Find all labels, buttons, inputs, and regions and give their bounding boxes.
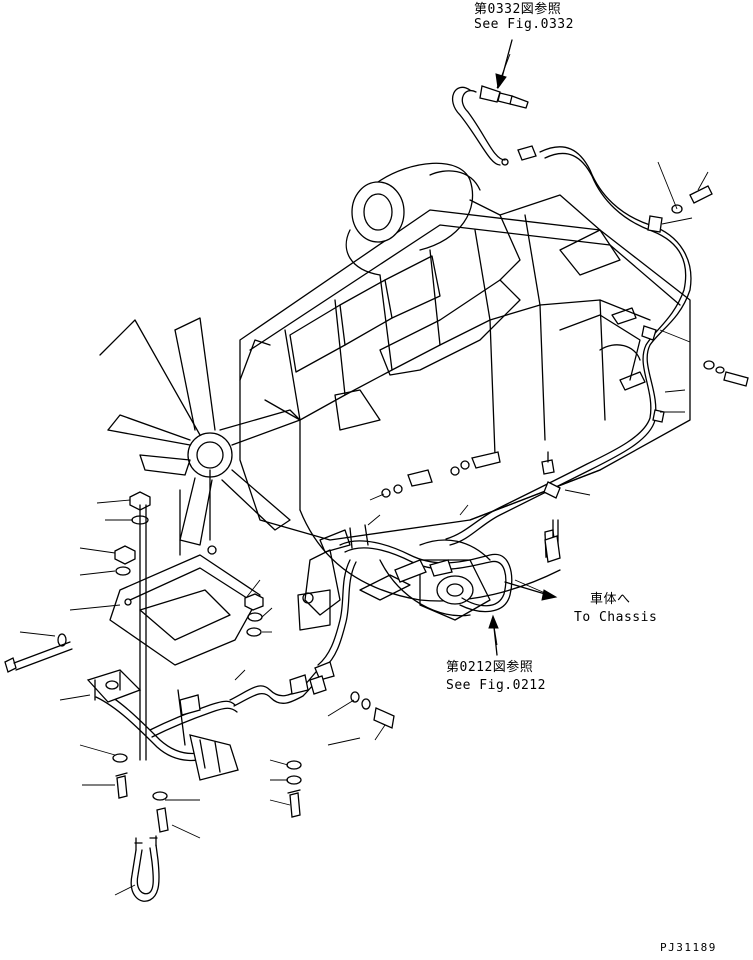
drawing-code: PJ31189 xyxy=(660,941,717,954)
fig0212-arrow xyxy=(488,614,499,656)
center-hardware xyxy=(244,519,561,818)
wiring-harness-middle xyxy=(317,451,557,669)
turbocharger xyxy=(345,162,621,281)
fig0212-ref-jp: 第0212図参照 xyxy=(446,660,534,675)
wiring-harness-lower xyxy=(86,661,335,781)
left-hardware xyxy=(4,491,169,902)
wiring-harness-upper xyxy=(445,85,749,546)
lower-bracket xyxy=(297,549,491,631)
leader-lines xyxy=(19,53,709,896)
engine-block xyxy=(239,194,691,617)
mounting-plate xyxy=(109,469,261,666)
chassis-label-jp: 車体へ xyxy=(590,592,631,607)
fig0332-arrow xyxy=(495,39,513,90)
cooling-fan xyxy=(99,317,301,546)
fig0332-ref-en: See Fig.0332 xyxy=(474,17,574,32)
chassis-arrow xyxy=(504,581,558,601)
fig0212-ref-en: See Fig.0212 xyxy=(446,678,546,693)
fig0332-ref-jp: 第0332図参照 xyxy=(474,2,562,17)
chassis-label-en: To Chassis xyxy=(574,610,658,625)
